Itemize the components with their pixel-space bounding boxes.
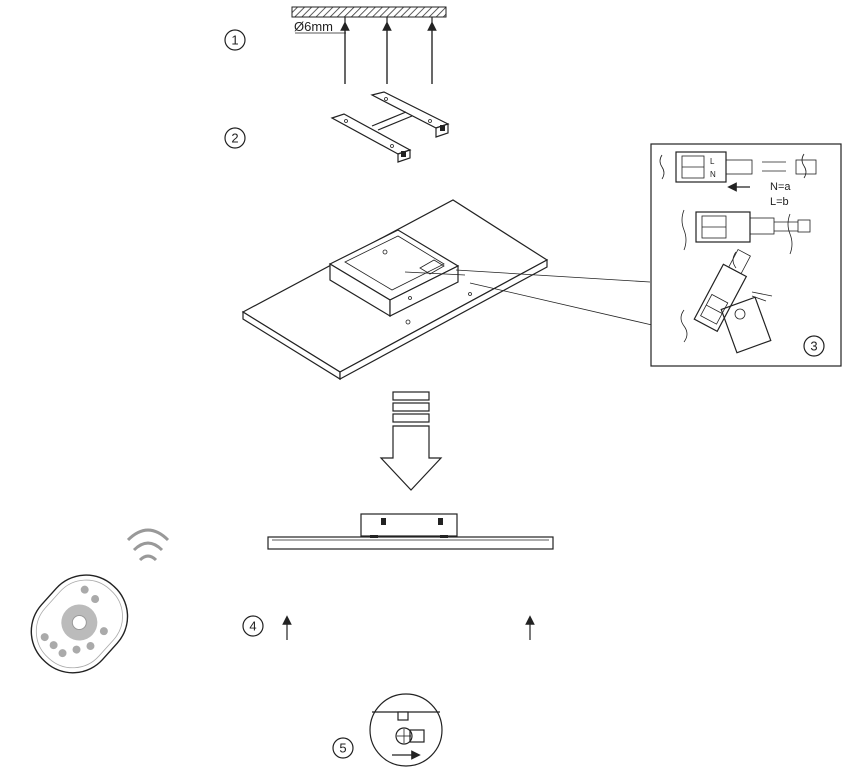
ceiling-slab [291,6,447,18]
step-1-marker: 1 [224,29,246,51]
signal-waves [126,528,170,562]
step-4-number: 4 [249,619,256,634]
neutral-label: N=a [770,181,791,193]
step-3-number: 3 [810,339,817,354]
step-2-number: 2 [231,131,238,146]
terminal-n-top: N [710,170,716,179]
terminal-l-top: L [710,157,715,166]
wiring-detail-frame [650,143,842,367]
live-label: L=b [770,196,789,208]
led-panel-side-view [267,513,554,550]
led-panel-isometric [241,199,653,381]
remote-control [30,528,170,674]
lock-detail [369,693,443,767]
step-4-marker: 4 [242,615,264,637]
mounting-direction-arrow [379,391,443,491]
step-2-marker: 2 [224,127,246,149]
drill-diameter-label: Ø6mm [294,19,333,34]
step-5-number: 5 [339,741,346,756]
step-1-ceiling: Ø6mm [291,6,447,84]
step-1-number: 1 [231,33,238,48]
mounting-bracket [330,91,450,163]
step-3-marker: 3 [803,335,825,357]
wiring-detail: L N N=a L=b [650,143,842,367]
step-5-marker: 5 [332,737,354,759]
